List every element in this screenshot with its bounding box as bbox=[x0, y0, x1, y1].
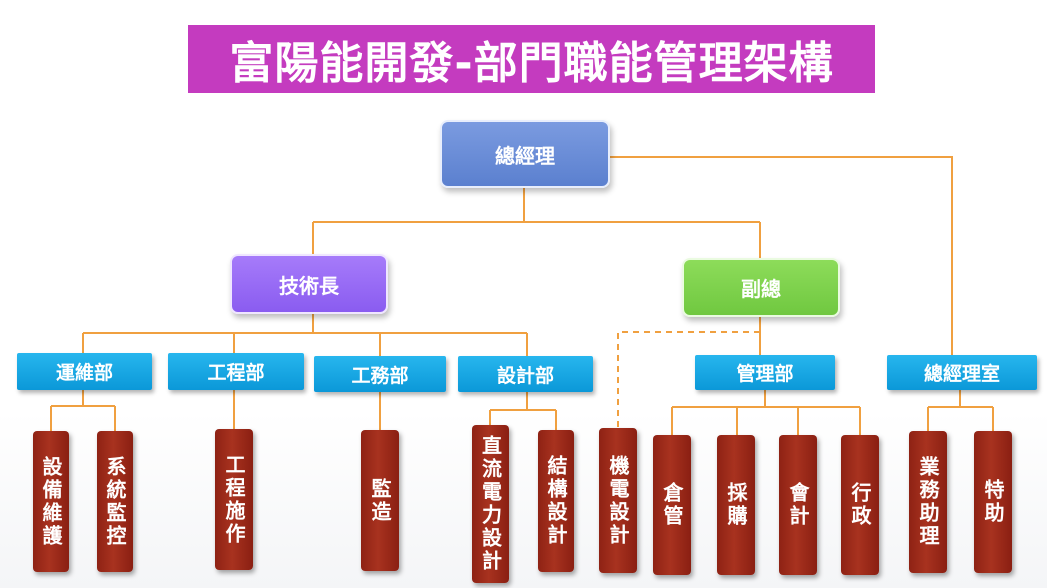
fn-special-assistant: 特助 bbox=[974, 431, 1012, 573]
dept-management: 管理部 bbox=[695, 355, 835, 390]
chart-title: 富陽能開發-部門職能管理架構 bbox=[188, 25, 875, 93]
fn-dc-power-design: 直流電力設計 bbox=[472, 425, 509, 583]
general-manager-box: 總經理 bbox=[440, 120, 610, 188]
fn-equipment-maintenance: 設備維護 bbox=[33, 431, 69, 572]
fn-procurement: 採購 bbox=[717, 435, 755, 575]
fn-mep-design: 機電設計 bbox=[599, 428, 637, 573]
fn-warehouse: 倉管 bbox=[653, 435, 691, 575]
cto-box: 技術長 bbox=[230, 254, 388, 314]
dept-engineering: 工程部 bbox=[168, 353, 304, 390]
dept-works: 工務部 bbox=[314, 356, 446, 392]
dept-design: 設計部 bbox=[458, 356, 593, 392]
fn-accounting: 會計 bbox=[779, 435, 817, 575]
fn-system-monitoring: 系統監控 bbox=[97, 431, 133, 572]
dept-ops: 運維部 bbox=[17, 353, 152, 390]
dept-gm-office: 總經理室 bbox=[887, 355, 1037, 390]
fn-supervision: 監造 bbox=[361, 430, 399, 571]
fn-structural-design: 結構設計 bbox=[538, 430, 574, 572]
fn-administration: 行政 bbox=[841, 435, 879, 575]
fn-sales-assistant: 業務助理 bbox=[909, 431, 947, 573]
fn-construction: 工程施作 bbox=[215, 429, 253, 570]
vice-president-box: 副總 bbox=[682, 258, 840, 317]
